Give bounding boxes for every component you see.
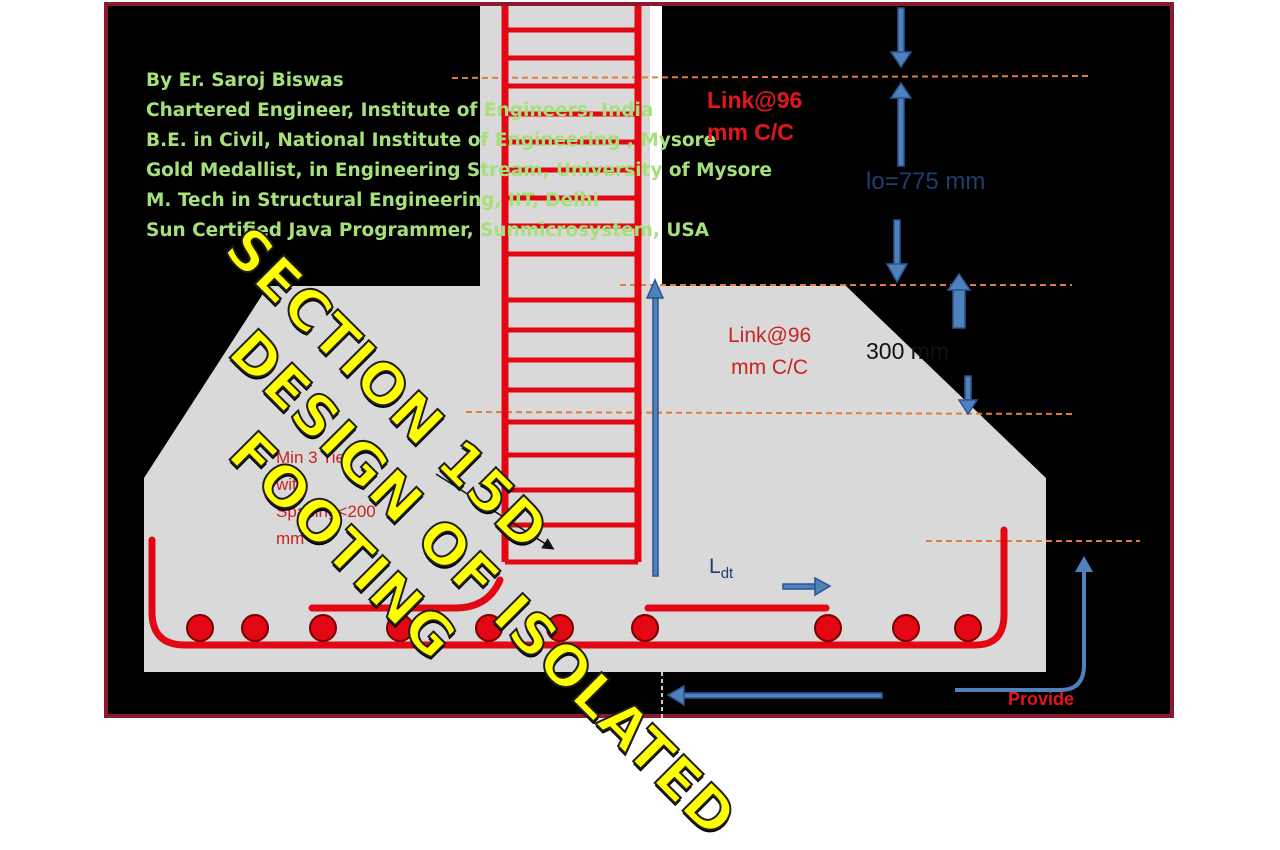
bar-section [186,614,214,642]
footing-section-diagram [104,2,1174,720]
provide-arrow [955,570,1086,692]
link-spacing-line: mm C/C [731,356,809,379]
lo-dimension-label: lo=775 mm [866,168,986,195]
link-spacing-label-top: Link@96 mm C/C [707,84,802,148]
ties-leader [435,473,555,550]
bar-section [475,614,503,642]
ties-note-line: with [276,475,307,494]
column-ties [505,27,638,565]
bottom-reinforcement [148,526,1008,649]
ldt-subscript: dt [720,565,734,583]
author-credits: By Er. Saroj Biswas Chartered Engineer, … [146,66,772,246]
ldt-symbol: L [709,555,721,578]
credit-line: By Er. Saroj Biswas [146,70,344,91]
ties-note-line: mm [276,529,305,548]
guide-lines [451,75,1140,542]
bar-section [386,614,414,642]
link-spacing-line: Link@96 [728,324,812,347]
column-main-bars [501,6,642,562]
dimension-arrows [645,7,979,720]
bar-section [309,614,337,642]
bar-section [546,614,574,642]
link-spacing-line: mm C/C [707,119,794,145]
credit-line: Chartered Engineer, Institute of Enginee… [146,100,654,121]
column-concrete [480,6,662,286]
credit-line: B.E. in Civil, National Institute of Eng… [146,130,717,151]
ties-note-line: Spacing<200 [276,502,376,521]
credit-line: Sun Certified Java Programmer, Sunmicros… [146,220,710,241]
provide-arrowhead [1075,556,1093,572]
ties-note: Min 3 Ties with Spacing<200 mm [276,444,376,552]
link-spacing-label-mid: Link@96 mm C/C [728,320,811,384]
depth-dimension-label: 300 mm [866,338,950,364]
provide-label: Provide [1008,689,1075,709]
footing-concrete [144,286,1046,672]
bottom-bar-sections [186,614,982,642]
credit-line: Gold Medallist, in Engineering Stream, U… [146,160,772,181]
bar-section [631,614,659,642]
ties-note-line: Min 3 Ties [276,448,354,467]
link-spacing-line: Link@96 [707,87,803,113]
credit-line: M. Tech in Structural Engineering, IIT, … [146,190,599,211]
ldt-label: Ldt [709,555,733,582]
bar-section [241,614,269,642]
bar-section [954,614,982,642]
bar-section [892,614,920,642]
bar-section [814,614,842,642]
